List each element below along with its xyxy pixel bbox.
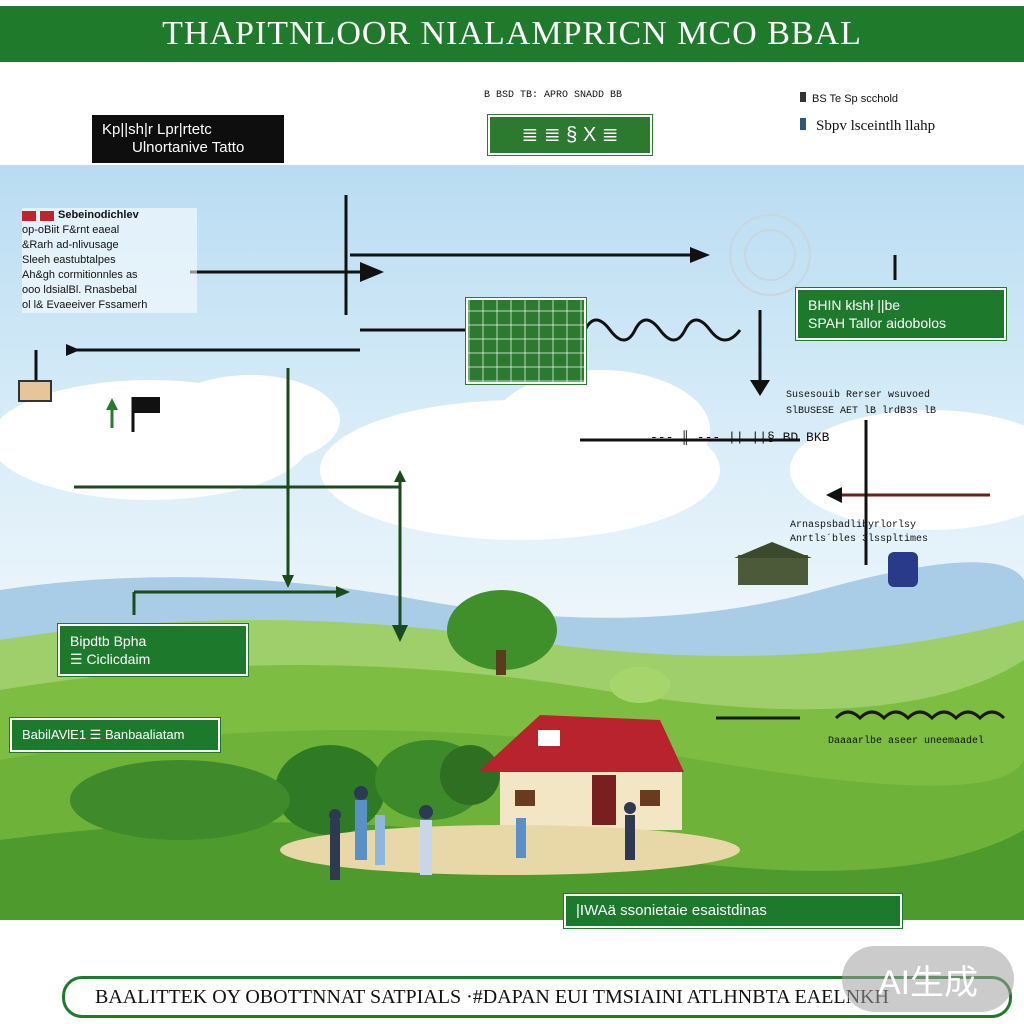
left-note-line: ooo ldsialBl. Rnasbebal: [22, 284, 137, 296]
left-info-box: Bipdtb Bpha ☰ Ciclicdaim: [58, 624, 248, 676]
left-note-line: ol l& Evaeeiver Fssamerh: [22, 299, 148, 311]
fence-caption: Daaaarlbe aseer uneemaadel: [828, 736, 985, 747]
connector-arrows: [34, 195, 990, 565]
lower-left-label: BabilAVlE1 ☰ Banbaaliatam: [10, 718, 220, 752]
green-connectors: [74, 368, 402, 630]
left-notes-title: Sebeinodichlev: [58, 209, 139, 221]
watermark-badge: AI生成: [842, 946, 1014, 1012]
right-info-line2: SPAH Tallor aidobolos: [808, 315, 947, 331]
left-note-line: op-oBiit F&rnt eaeal: [22, 224, 120, 236]
people: [329, 786, 636, 880]
trees: [70, 590, 670, 840]
legend-item-1: BS Te Sp scchold: [800, 92, 898, 105]
legend-item-2: Sbpv lsceintlh llahp: [800, 118, 935, 135]
page-title: THAPITNLOOR NIALAMPRICN MCO BBAL: [0, 6, 1024, 62]
farmhouse: [478, 715, 684, 830]
bottom-center-label: |IWAä ssonietaie esaistdinas: [564, 894, 902, 928]
data-grid-panel: [466, 298, 586, 384]
top-caption: B BSD TB: APRO SNADD BB: [484, 90, 623, 101]
left-note-line: &Rarh ad-nlivusage: [22, 239, 119, 251]
right-small-caption-1: Arnaspsbadlibyrlorlsy: [790, 520, 917, 531]
legend-marker-icon: [800, 92, 806, 102]
mid-right-caption: Susesouib Rerser wsuvoed: [786, 390, 931, 401]
process-label-line1: Kp||sh|r Lpr|rtetc: [102, 121, 212, 138]
legend-marker-icon: [800, 118, 806, 130]
right-small-caption-2: Anrtls´bles 3lsspltimes: [790, 534, 929, 545]
legend-text: Sbpv lsceintlh llahp: [816, 118, 936, 134]
left-info-line2: ☰ Ciclicdaim: [70, 651, 151, 667]
clouds: [0, 370, 1024, 540]
mid-readout: --- ║ --- || ||§ BD BKB: [650, 430, 830, 445]
top-data-panel: ≣ ≣ § X ≣: [488, 115, 652, 155]
left-note-line: Ah&gh cormitionnles as: [22, 269, 138, 281]
left-notes: Sebeinodichlev op-oBiit F&rnt eaeal &Rar…: [22, 208, 197, 313]
legend-text: BS Te Sp scchold: [812, 93, 899, 105]
process-label-line2: Ulnortanive Tatto: [132, 139, 245, 156]
process-label: Kp||sh|r Lpr|rtetc Ulnortanive Tatto: [92, 115, 284, 163]
device-icon: [18, 380, 52, 402]
left-info-line1: Bipdtb Bpha: [70, 633, 147, 649]
mid-right-caption-2: SlBUSESE AET lB lrdB3s lB: [786, 406, 937, 417]
left-note-line: Sleeh eastubtalpes: [22, 254, 116, 266]
right-info-line1: BHIN kłshł ||be: [808, 297, 901, 313]
right-info-box: BHIN kłshł ||be SPAH Tallor aidobolos: [796, 288, 1006, 340]
red-flag-icon: [22, 210, 36, 221]
red-flag-icon: [40, 210, 54, 221]
